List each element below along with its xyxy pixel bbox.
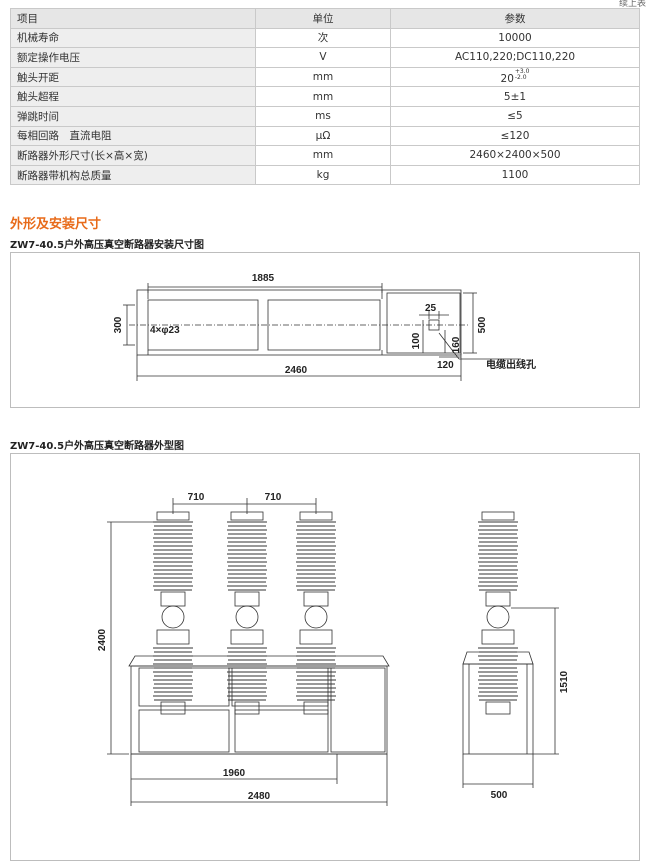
row-value: AC110,220;DC110,220: [390, 47, 640, 68]
row-item: 额定操作电压: [10, 47, 256, 68]
continued-note: 续上表: [618, 0, 646, 9]
tolerance-upper: +3.0: [514, 68, 530, 76]
cabinet-door: [330, 667, 386, 753]
insulator-phase-c: [295, 511, 337, 715]
dim-2400: 2400: [97, 628, 108, 651]
row-unit: mm: [255, 145, 391, 166]
header-value: 参数: [390, 8, 640, 29]
row-item: 触头开距: [10, 66, 256, 88]
outline-diagram: 710 710 2400 1960 2480 1510 500: [10, 453, 640, 861]
leader-line: [438, 332, 460, 360]
row-value: 10000: [390, 27, 640, 49]
dim-2480: 2480: [248, 791, 271, 802]
table-row: 机械寿命 次 10000: [10, 27, 640, 49]
cable-hole: [428, 319, 440, 331]
dim-300: 300: [113, 316, 124, 333]
row-unit: 次: [255, 27, 391, 49]
cabinet-panel: [138, 667, 230, 707]
row-value: ≤120: [390, 125, 640, 147]
table-header-row: 项目 单位 参数: [10, 8, 640, 29]
section-title: 外形及安装尺寸: [10, 217, 102, 232]
table-row: 断路器带机构总质量 kg 1100: [10, 164, 640, 186]
dim-1510: 1510: [559, 670, 570, 693]
tolerance-lower: -2.0: [514, 74, 527, 82]
dim-1960: 1960: [223, 768, 246, 779]
row-unit: mm: [255, 66, 391, 88]
row-unit: kg: [255, 164, 391, 186]
outline-drawing: 710 710 2400 1960 2480 1510 500: [97, 492, 570, 806]
cabinet-panel: [231, 667, 329, 707]
row-value: ≤5: [390, 105, 640, 127]
dim-120: 120: [437, 360, 454, 371]
dim-710-left: 710: [188, 492, 205, 503]
row-unit: V: [255, 47, 391, 68]
row-item: 断路器外形尺寸(长×高×宽): [10, 145, 256, 166]
cabinet-panel: [234, 709, 329, 753]
row-item: 机械寿命: [10, 27, 256, 49]
row-value-main: 20: [500, 73, 514, 86]
spec-table: 项目 单位 参数 机械寿命 次 10000 额定操作电压 V AC110,220…: [10, 8, 640, 186]
table-row: 每相回路 直流电阻 μΩ ≤120: [10, 125, 640, 147]
cabinet-panel: [138, 709, 230, 753]
row-value: 1100: [390, 164, 640, 186]
table-row: 弹跳时间 ms ≤5: [10, 105, 640, 127]
cable-box: [386, 292, 461, 354]
header-unit: 单位: [255, 8, 391, 29]
install-diagram: 1885 300 4×φ23 25 100 500 160 120 2460 电…: [10, 252, 640, 408]
table-row: 额定操作电压 V AC110,220;DC110,220: [10, 47, 640, 68]
table-row: 断路器外形尺寸(长×高×宽) mm 2460×2400×500: [10, 145, 640, 166]
dim-1885: 1885: [252, 273, 275, 284]
tolerance: +3.0-2.0: [515, 69, 530, 81]
dim-500-side: 500: [491, 790, 508, 801]
dim-25: 25: [425, 303, 437, 314]
base-frame-outer: [136, 289, 462, 356]
dim-holes: 4×φ23: [150, 325, 180, 336]
row-item: 弹跳时间: [10, 105, 256, 127]
table-row: 触头开距 mm 20+3.0-2.0: [10, 66, 640, 88]
row-value: 2460×2400×500: [390, 145, 640, 166]
dim-500: 500: [477, 316, 488, 333]
table-row: 触头超程 mm 5±1: [10, 86, 640, 107]
cable-label: 电缆出线孔: [486, 358, 536, 371]
row-unit: μΩ: [255, 125, 391, 147]
row-value: 20+3.0-2.0: [390, 66, 640, 88]
install-diagram-caption: ZW7-40.5户外高压真空断路器安装尺寸图: [10, 240, 205, 251]
row-value: 5±1: [390, 86, 640, 107]
insulator-side-view: [477, 511, 519, 715]
row-unit: mm: [255, 86, 391, 107]
insulator-phase-b: [226, 511, 268, 715]
install-drawing: 1885 300 4×φ23 25 100 500 160 120 2460 电…: [113, 273, 536, 381]
row-item: 每相回路 直流电阻: [10, 125, 256, 147]
dim-710-right: 710: [265, 492, 282, 503]
outline-diagram-caption: ZW7-40.5户外高压真空断路器外型图: [10, 441, 185, 452]
row-unit: ms: [255, 105, 391, 127]
side-roof: [462, 651, 534, 665]
dim-100: 100: [411, 332, 422, 349]
side-body: [462, 663, 534, 755]
dim-2460: 2460: [285, 365, 308, 376]
header-item: 项目: [10, 8, 256, 29]
row-item: 触头超程: [10, 86, 256, 107]
dim-160: 160: [451, 336, 462, 353]
insulator-phase-a: [152, 511, 194, 715]
row-item: 断路器带机构总质量: [10, 164, 256, 186]
